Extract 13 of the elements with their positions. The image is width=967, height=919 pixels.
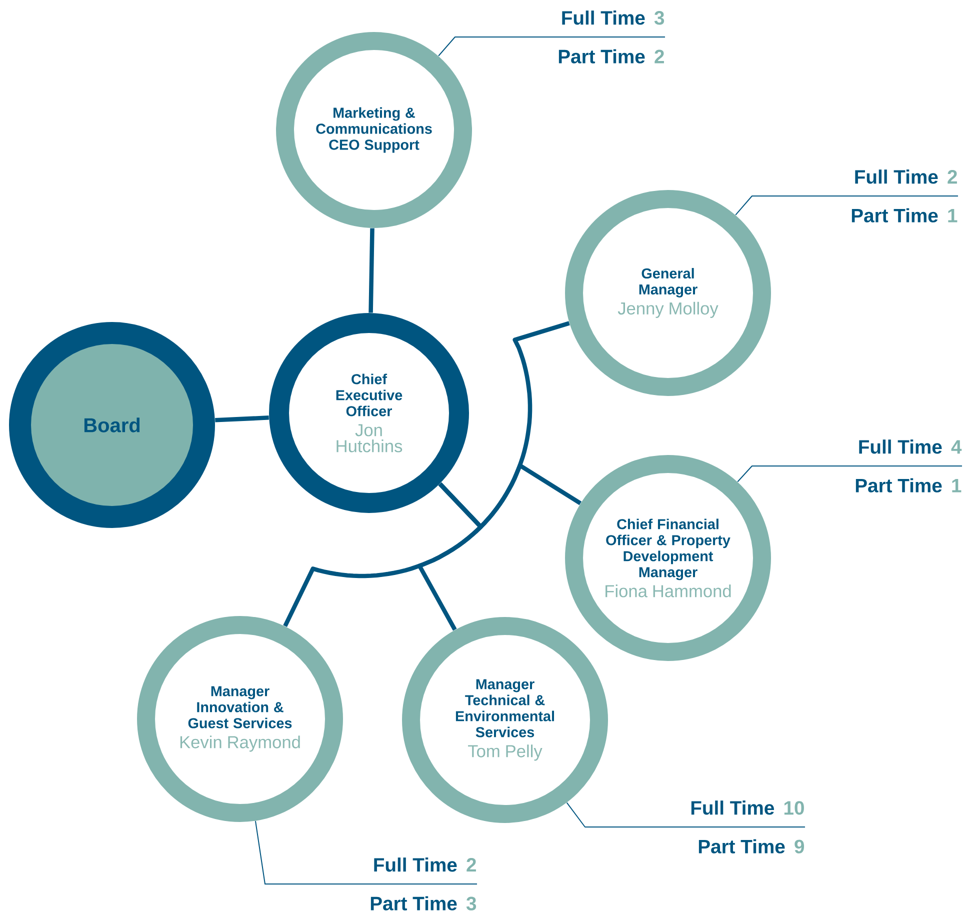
staff-count: Full Time 2 Part Time 3 — [370, 858, 476, 910]
staff-count: Full Time 10 Part Time 9 — [691, 800, 804, 854]
leader-line — [737, 466, 962, 482]
staff-count: Full Time 2 Part Time 1 — [852, 170, 958, 222]
leader-line — [438, 36, 666, 56]
leader-line — [254, 820, 478, 884]
connector-line — [417, 482, 483, 631]
connector-line — [368, 228, 374, 313]
staff-count: Full Time 3 Part Time 2 — [558, 10, 664, 64]
leader-line — [566, 802, 806, 828]
staff-count: Full Time 4 Part Time 1 — [856, 440, 962, 492]
connector-line — [215, 416, 269, 422]
leader-line — [735, 196, 958, 216]
